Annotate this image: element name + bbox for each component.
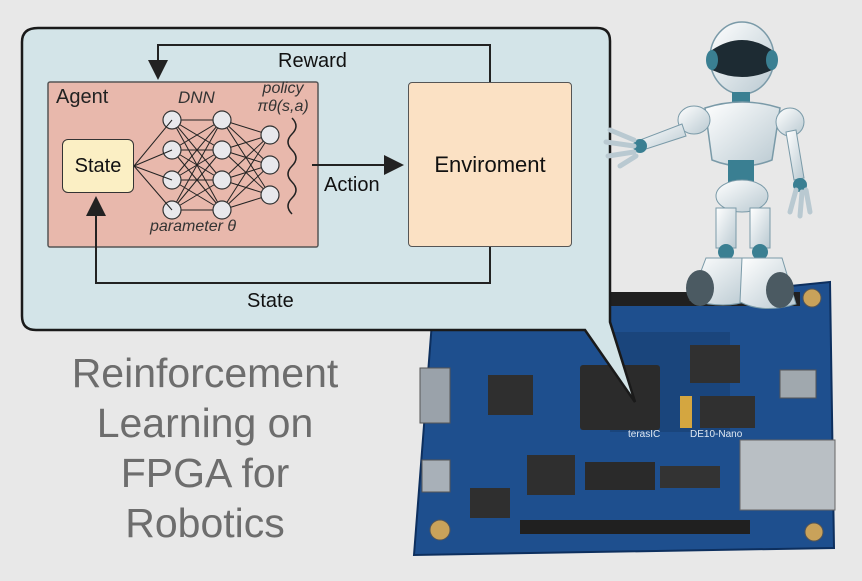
dnn-neuron — [212, 110, 232, 130]
policy-label: policy πθ(s,a) — [252, 80, 314, 116]
board-model-text: DE10-Nano — [690, 429, 743, 440]
dnn-connection — [171, 149, 223, 211]
robot-image — [603, 21, 813, 309]
dnn-connection — [133, 149, 173, 167]
environment-box: Enviroment — [408, 82, 572, 247]
dnn-connection — [221, 134, 271, 181]
gpio-header-bottom — [520, 520, 750, 534]
state-feedback-arrow — [86, 196, 491, 284]
usb-port — [421, 459, 451, 493]
title-line-2: Learning on — [96, 400, 314, 446]
dnn-neuron — [212, 140, 232, 160]
dnn-connection — [221, 134, 271, 211]
dnn-connection — [171, 179, 223, 211]
reward-label: Reward — [278, 50, 347, 72]
dnn-neuron — [212, 170, 232, 190]
title-line-4: Robotics — [125, 500, 285, 546]
title-line-3: FPGA for — [120, 450, 290, 496]
dnn-connection — [133, 165, 173, 211]
dnn-connection — [133, 165, 173, 181]
dnn-neuron — [212, 200, 232, 220]
dnn-neurons — [162, 110, 280, 220]
state-box: State — [62, 139, 134, 193]
dnn-neuron — [260, 125, 280, 145]
agent-label: Agent — [56, 86, 109, 108]
dnn-connection — [171, 119, 223, 151]
state-edge-label: State — [247, 290, 294, 312]
board-brand-text: terasIC — [628, 429, 660, 440]
page-title: Reinforcement Learning on FPGA for Robot… — [20, 348, 390, 548]
policy-label-line2: πθ(s,a) — [257, 98, 309, 115]
policy-brace — [287, 117, 297, 215]
fpga-board-image: terasIC DE10-Nano — [412, 280, 836, 557]
dnn-connection — [133, 119, 173, 167]
ethernet-port — [739, 439, 836, 511]
policy-label-line1: policy — [262, 80, 304, 97]
dnn-connection — [171, 119, 223, 211]
dnn-connection — [171, 119, 223, 181]
dnn-connection — [221, 164, 271, 211]
dnn-neuron — [260, 155, 280, 175]
title-line-1: Reinforcement — [71, 350, 339, 396]
hdmi-port — [419, 367, 451, 424]
parameter-label: parameter θ — [150, 218, 237, 235]
fpga-chip — [580, 365, 660, 430]
action-label: Action — [324, 174, 380, 196]
reward-arrow — [148, 44, 491, 82]
dnn-neuron — [260, 185, 280, 205]
dnn-label: DNN — [178, 88, 215, 107]
